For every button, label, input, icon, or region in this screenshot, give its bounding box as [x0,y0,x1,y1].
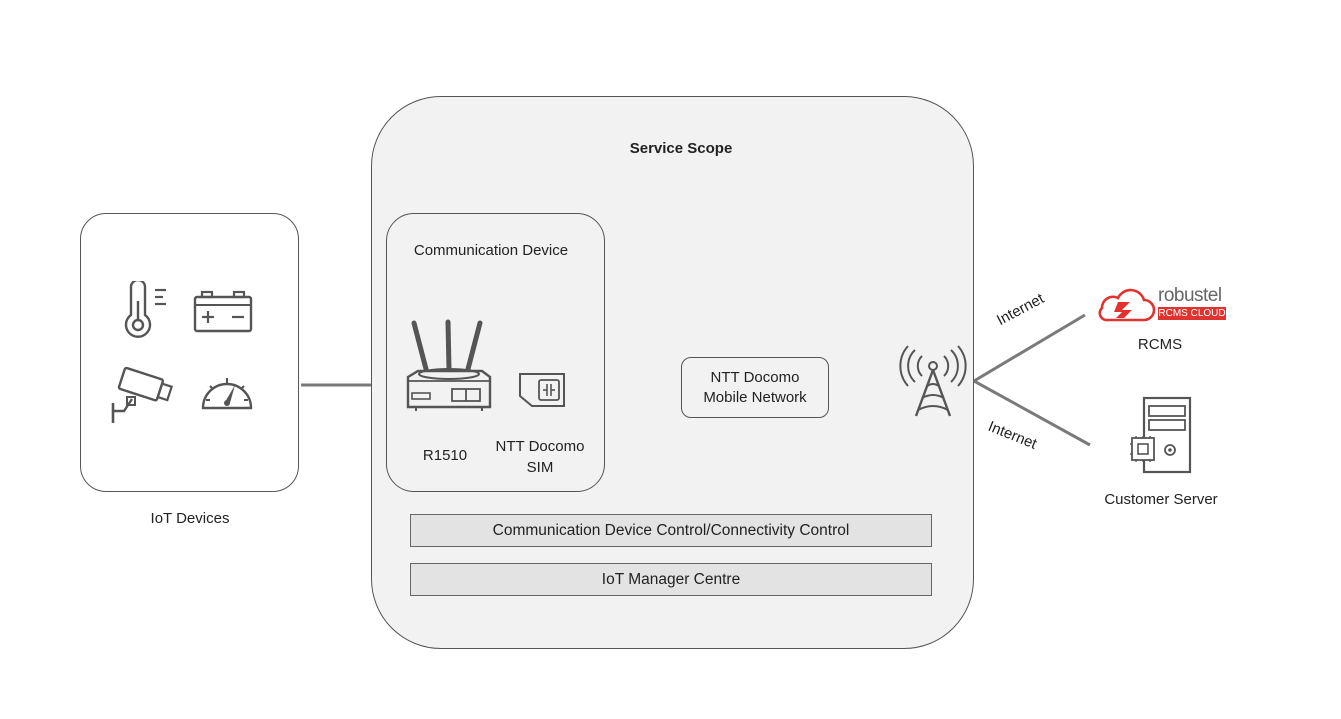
tower-to-server-line [973,379,1091,447]
rcms-cloud-badge: RCMS CLOUD [1158,307,1226,320]
cell-tower-icon [899,345,967,417]
sim-label: NTT Docomo SIM [495,438,585,476]
tower-to-rcms-line [973,313,1086,383]
gauge-icon [201,378,253,410]
rcms-label: RCMS [1137,336,1183,353]
connectivity-control-bar: Communication Device Control/Connectivit… [410,514,932,547]
iot-devices-box [80,213,299,492]
service-scope-title: Service Scope [629,140,733,157]
iot-manager-centre-bar: IoT Manager Centre [410,563,932,596]
rcms-cloud-icon [1098,288,1156,322]
router-label: R1510 [422,447,468,464]
customer-server-label: Customer Server [1104,491,1218,508]
router-icon [406,319,492,411]
server-icon [1130,396,1192,474]
battery-icon [193,290,253,333]
communication-device-title: Communication Device [413,242,569,259]
rcms-brand-name: robustel [1158,285,1222,306]
thermometer-icon [124,281,166,338]
iot-devices-label: IoT Devices [150,510,230,527]
sim-card-icon [519,373,565,407]
camera-icon [111,367,174,423]
mobile-network-box: NTT Docomo Mobile Network [681,357,829,418]
